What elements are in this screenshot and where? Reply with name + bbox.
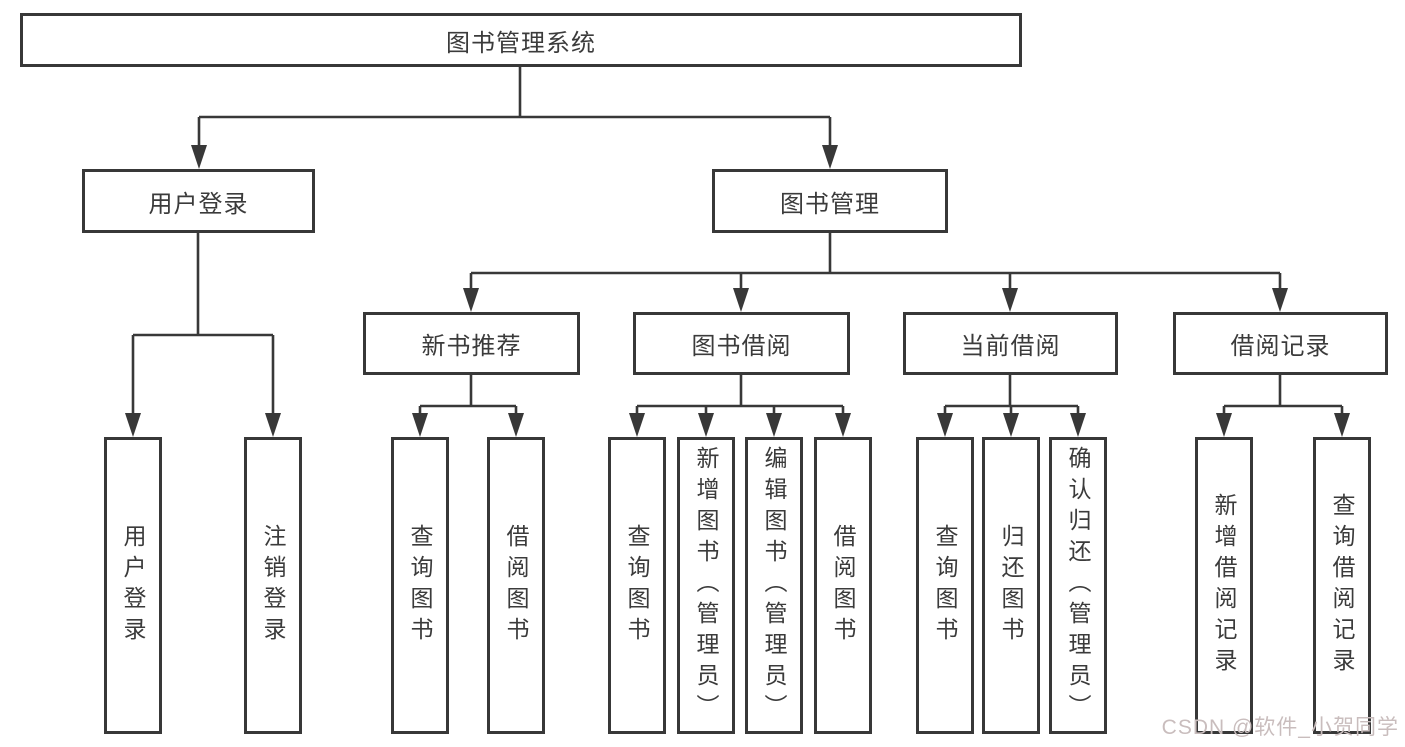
node-leaf-query-books-current: 查询图书: [916, 437, 974, 734]
arrowhead-icons: [125, 145, 1350, 437]
node-book-management: 图书管理: [712, 169, 948, 233]
node-new-book-recommend: 新书推荐: [363, 312, 580, 375]
node-book-borrow: 图书借阅: [633, 312, 850, 375]
node-leaf-edit-books-admin: 编辑图书（管理员）: [745, 437, 803, 734]
node-leaf-query-books-recommend: 查询图书: [391, 437, 449, 734]
node-leaf-borrow-books: 借阅图书: [814, 437, 872, 734]
node-user-login: 用户登录: [82, 169, 315, 233]
node-root-library-system: 图书管理系统: [20, 13, 1022, 67]
csdn-watermark: CSDN @软件_小贺同学: [1161, 716, 1399, 739]
node-leaf-user-login: 用户登录: [104, 437, 162, 734]
node-leaf-query-books-borrow: 查询图书: [608, 437, 666, 734]
node-leaf-add-borrow-record: 新增借阅记录: [1195, 437, 1253, 734]
node-leaf-return-books: 归还图书: [982, 437, 1040, 734]
node-borrow-records: 借阅记录: [1173, 312, 1388, 375]
node-leaf-add-books-admin: 新增图书（管理员）: [677, 437, 735, 734]
node-leaf-confirm-return-admin: 确认归还（管理员）: [1049, 437, 1107, 734]
node-leaf-logout: 注销登录: [244, 437, 302, 734]
node-current-borrow: 当前借阅: [903, 312, 1118, 375]
node-leaf-query-borrow-record: 查询借阅记录: [1313, 437, 1371, 734]
node-leaf-borrow-books-recommend: 借阅图书: [487, 437, 545, 734]
